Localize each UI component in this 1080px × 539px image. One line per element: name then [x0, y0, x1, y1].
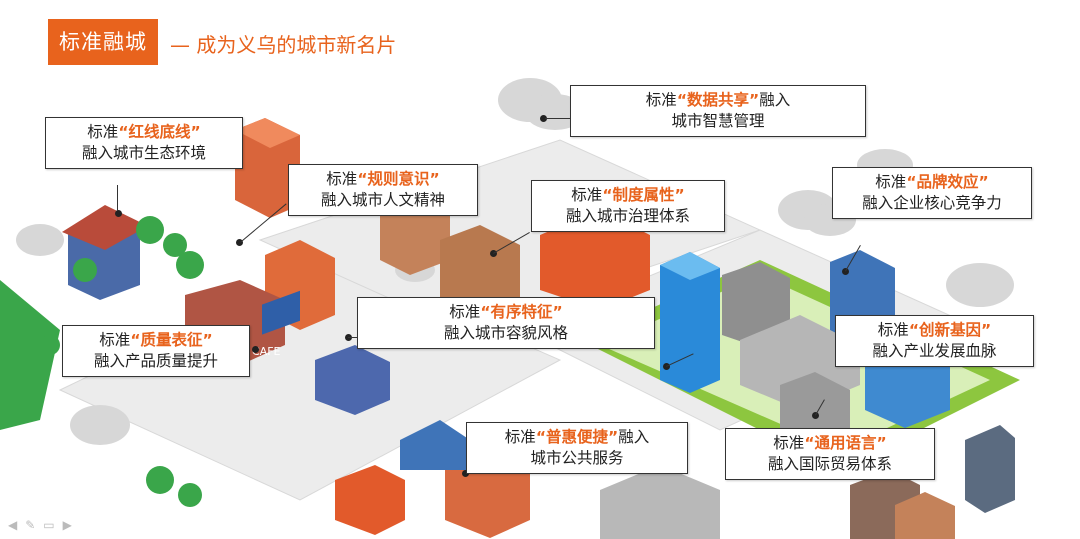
- label-brand: 标准“品牌效应” 融入企业核心竞争力: [832, 167, 1032, 219]
- label-common-language: 标准“通用语言” 融入国际贸易体系: [725, 428, 935, 480]
- pen-icon[interactable]: ✎: [25, 518, 36, 532]
- slide-nav: ◀ ✎ ▭ ▶: [8, 518, 72, 532]
- label-public-service: 标准“普惠便捷”融入 城市公共服务: [466, 422, 688, 474]
- label-quality: 标准“质量表征” 融入产品质量提升: [62, 325, 250, 377]
- ice-stand: [335, 420, 470, 535]
- cafe-sign: CAFE: [252, 345, 281, 358]
- rest-area-sign: [262, 290, 300, 335]
- label-rules: 标准“规则意识” 融入城市人文精神: [288, 164, 478, 216]
- page-title-tag: 标准融城: [48, 19, 158, 65]
- next-icon[interactable]: ▶: [62, 518, 72, 532]
- label-innovation: 标准“创新基因” 融入产业发展血脉: [835, 315, 1034, 367]
- green-hill: [0, 280, 60, 430]
- label-order: 标准“有序特征” 融入城市容貌风格: [357, 297, 655, 349]
- slide-icon[interactable]: ▭: [43, 518, 55, 532]
- page-subtitle: — 成为义乌的城市新名片: [170, 33, 397, 57]
- trees: [15, 216, 204, 507]
- label-data-sharing: 标准“数据共享”融入 城市智慧管理: [570, 85, 866, 137]
- label-institution: 标准“制度属性” 融入城市治理体系: [531, 180, 725, 232]
- clouds: [16, 78, 1014, 445]
- prev-icon[interactable]: ◀: [8, 518, 18, 532]
- label-redline: 标准“红线底线” 融入城市生态环境: [45, 117, 243, 169]
